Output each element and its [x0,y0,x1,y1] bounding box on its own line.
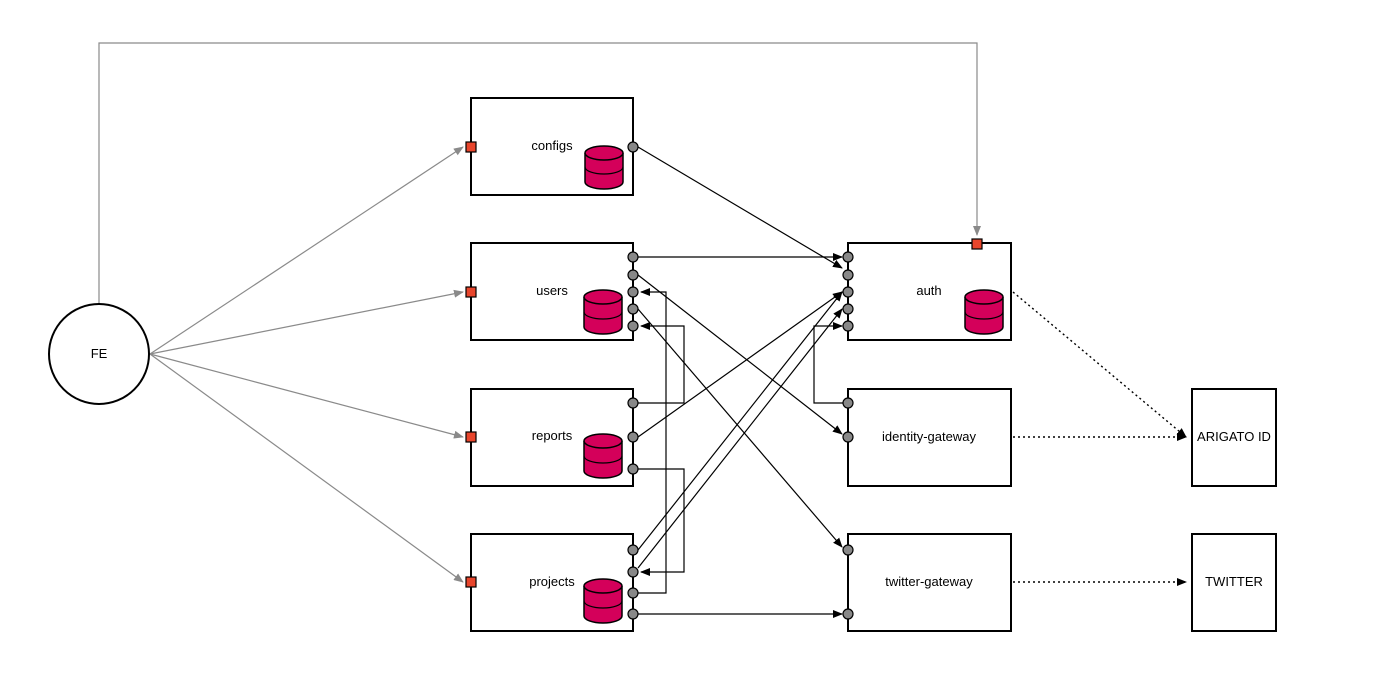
node-identity-gateway-label: identity-gateway [882,429,976,444]
node-projects-label: projects [529,574,575,589]
node-configs-label: configs [531,138,573,153]
port-in-auth-top [971,238,983,250]
port-in-reports [465,431,477,443]
port-in-auth-3 [842,286,854,298]
node-auth-label: auth [916,283,941,298]
port-out-reports-3 [627,463,639,475]
port-in-configs [465,141,477,153]
database-icon [583,289,623,335]
database-icon [584,145,624,190]
port-in-twitter-gateway-2 [842,608,854,620]
port-in-twitter-gateway-1 [842,544,854,556]
edge-reports-projects [638,468,685,576]
port-in-projects [465,576,477,588]
port-out-projects-2 [627,566,639,578]
port-in-users [465,286,477,298]
port-in-auth-4 [842,303,854,315]
edges [98,42,1187,618]
port-out-users-5 [627,320,639,332]
node-arigato-id[interactable]: ARIGATO ID [1191,388,1277,487]
port-in-identity-gateway [842,431,854,443]
edge-users-identity-gateway [637,274,843,435]
node-projects[interactable]: projects [465,533,639,632]
database-icon [583,433,623,479]
node-arigato-id-label: ARIGATO ID [1197,429,1271,444]
port-in-auth-1 [842,251,854,263]
node-twitter-gateway-label: twitter-gateway [885,574,973,589]
edge-reports-users [638,322,685,404]
database-icon [583,578,623,624]
edge-configs-auth [637,146,843,269]
port-out-projects-1 [627,544,639,556]
node-twitter-label: TWITTER [1205,574,1263,589]
port-out-users-3 [627,286,639,298]
port-out-reports-1 [627,397,639,409]
node-fe[interactable]: FE [48,303,150,405]
edge-fe-users [149,289,464,355]
node-twitter[interactable]: TWITTER [1191,533,1277,632]
port-out-projects-4 [627,608,639,620]
port-out-users-4 [627,303,639,315]
edge-projects-users [638,288,667,594]
node-twitter-gateway[interactable]: twitter-gateway [842,533,1012,632]
edge-reports-auth [637,291,843,438]
edge-fe-reports [149,353,464,439]
edge-fe-configs [149,146,464,355]
port-out-reports-2 [627,431,639,443]
node-reports-label: reports [532,428,573,443]
node-reports[interactable]: reports [465,388,639,487]
node-users-label: users [536,283,568,298]
port-out-identity-gateway [842,397,854,409]
port-out-projects-3 [627,587,639,599]
node-fe-label: FE [91,346,108,361]
port-in-auth-2 [842,269,854,281]
edge-auth-arigato [1012,291,1187,438]
port-out-users-1 [627,251,639,263]
edge-identity-gateway-auth [813,322,843,404]
node-identity-gateway[interactable]: identity-gateway [842,388,1012,487]
port-out-users-2 [627,269,639,281]
edge-projects-auth-b [637,308,843,569]
edge-users-twitter-gateway [637,308,843,548]
database-icon [964,289,1004,335]
node-configs[interactable]: configs [465,97,639,196]
node-auth[interactable]: auth [842,238,1012,341]
edge-fe-projects [149,353,464,583]
node-users[interactable]: users [465,242,639,341]
port-in-auth-5 [842,320,854,332]
edge-fe-auth [98,42,981,305]
edge-projects-auth-a [637,291,843,551]
port-out-configs [627,141,639,153]
